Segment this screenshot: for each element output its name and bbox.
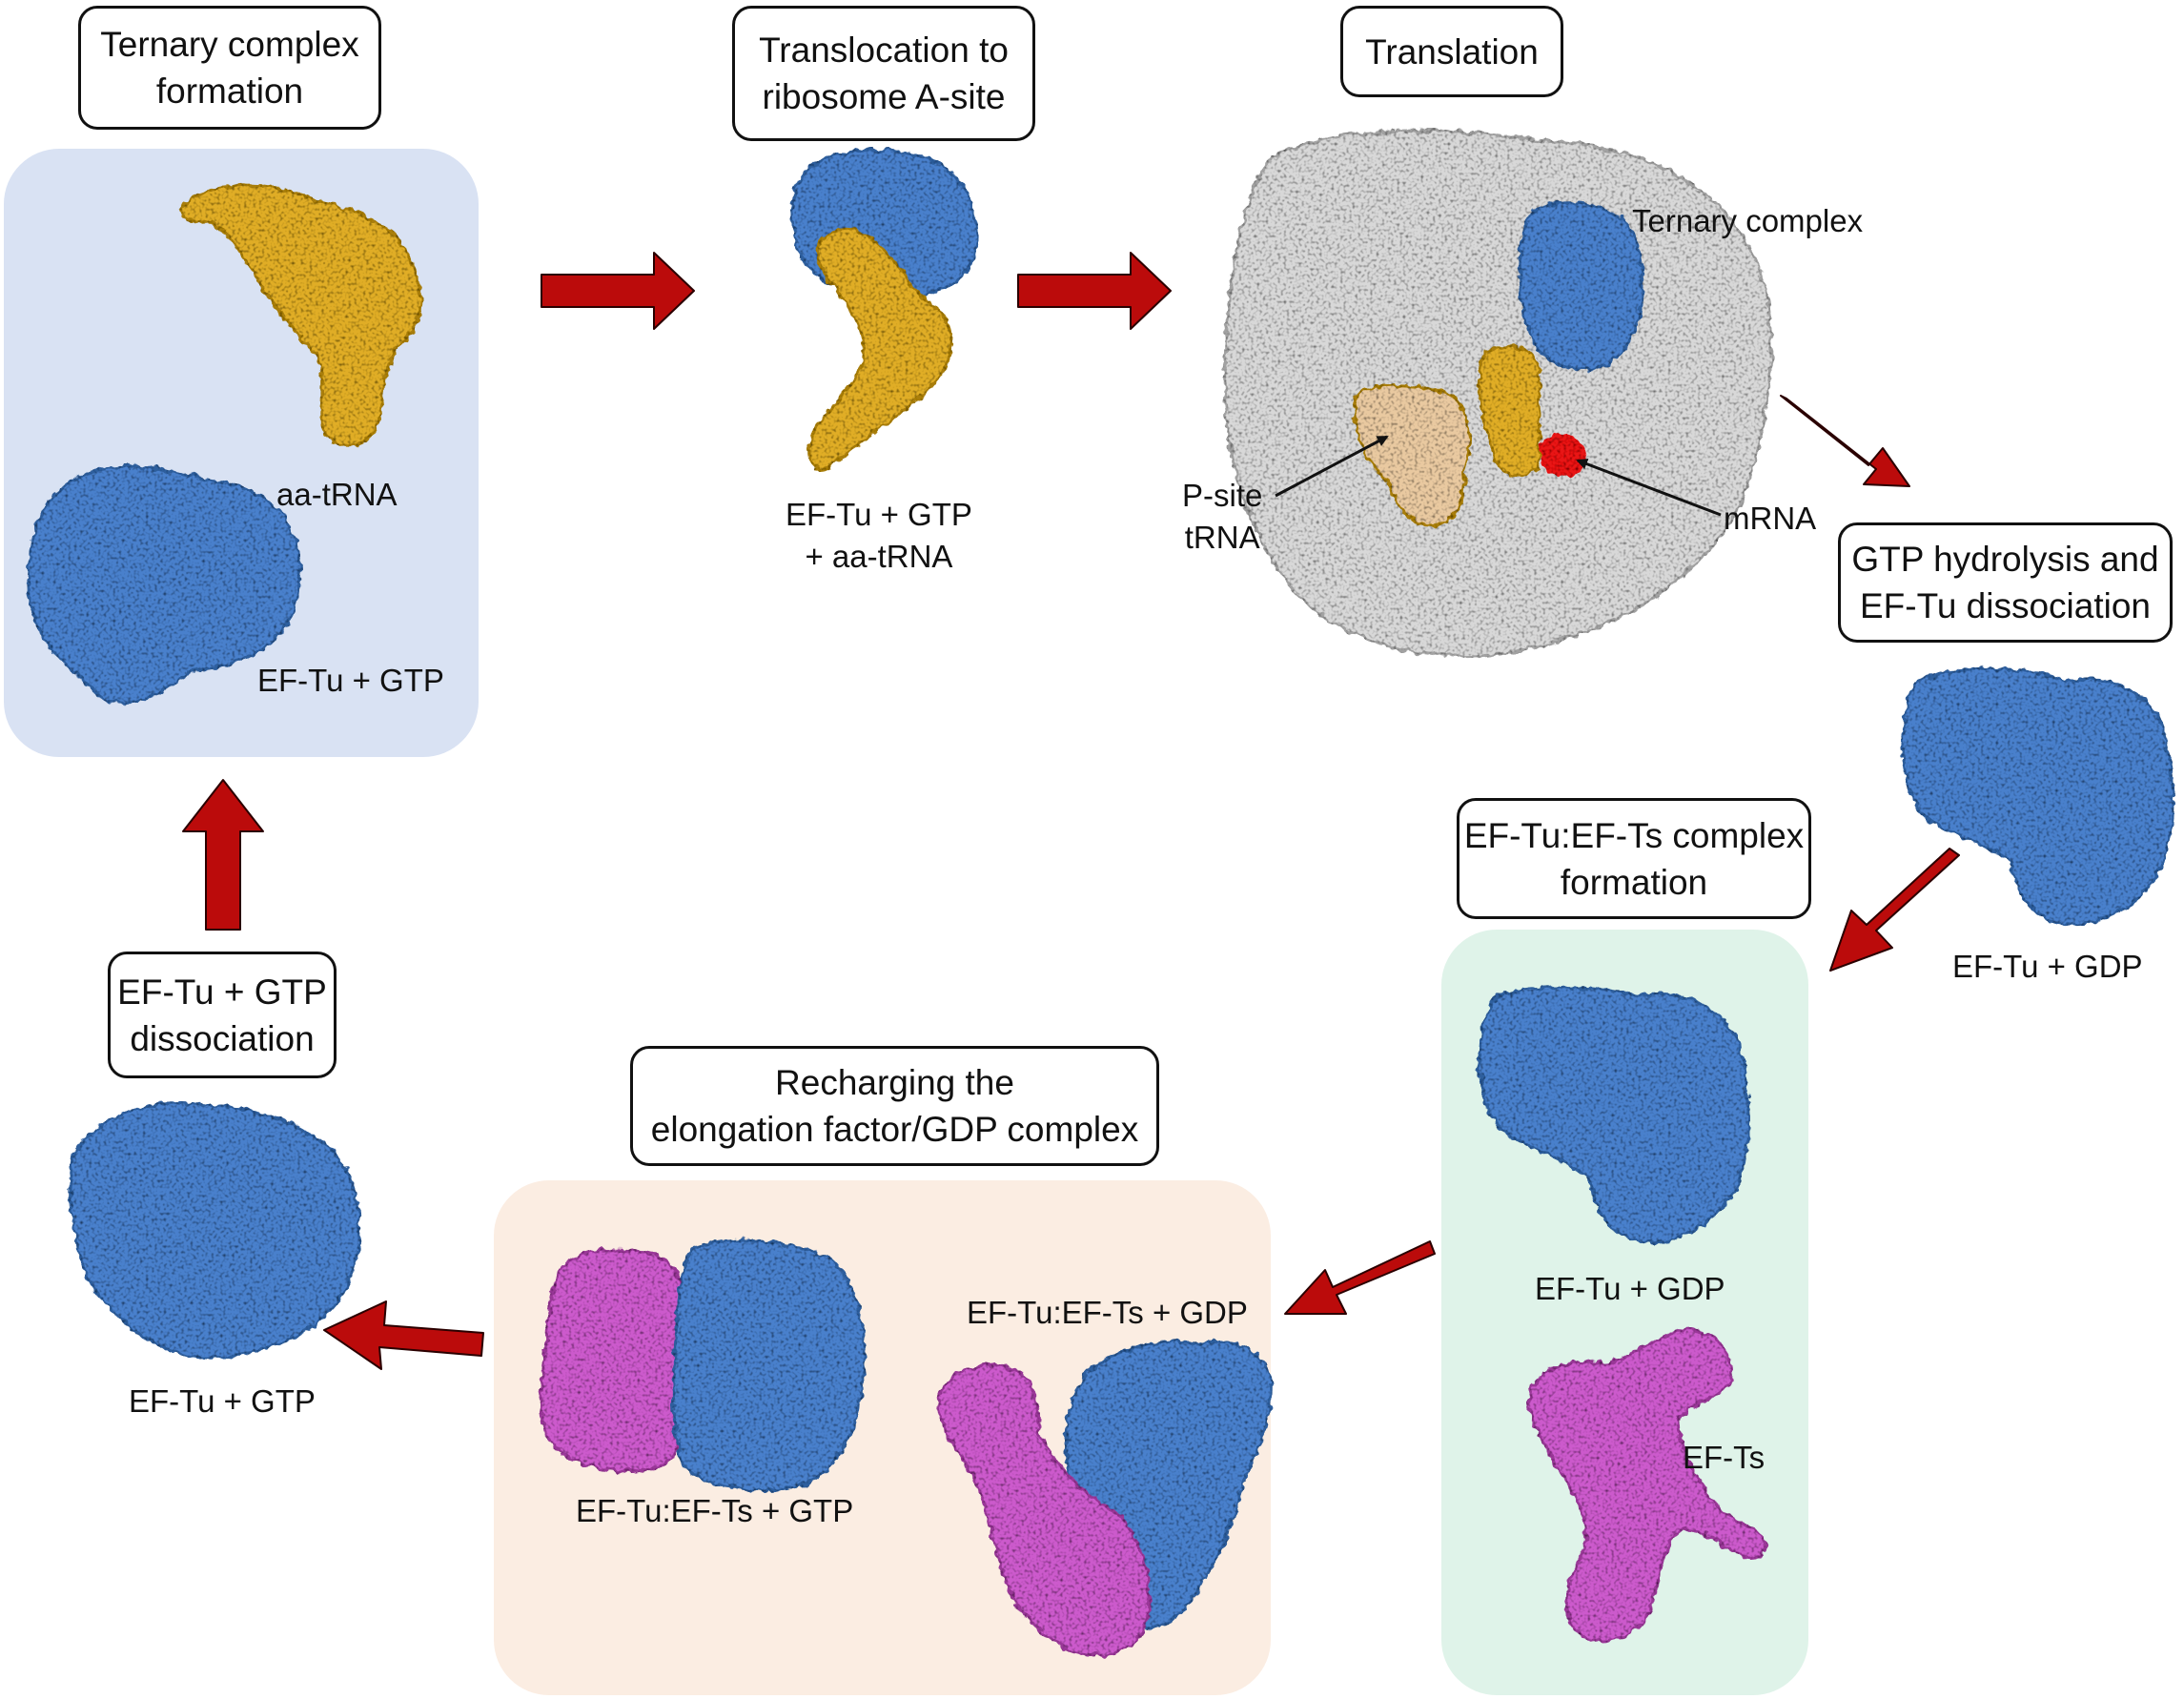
stage-gtp-hydrolysis-line-2: EF-Tu dissociation xyxy=(1859,586,2151,625)
label-p-site-trna: P-site tRNA xyxy=(1182,475,1262,559)
aa-trna-structure xyxy=(179,183,422,448)
stage-translation: Translation xyxy=(1340,6,1563,97)
ef-tu-ef-ts-gtp-structure xyxy=(540,1238,866,1492)
stage-ternary-complex-formation-line-1: Ternary complex xyxy=(100,25,359,64)
stage-translocation-line-2: ribosome A-site xyxy=(762,77,1006,116)
stage-recharging-line-1: Recharging the xyxy=(775,1063,1014,1102)
arrow-to-translocation xyxy=(541,252,695,330)
stage-recharging: Recharging the elongation factor/GDP comp… xyxy=(630,1046,1159,1166)
label-ef-tu-ef-ts-gdp: EF-Tu:EF-Ts + GDP xyxy=(967,1295,1248,1330)
ef-tu-gdp-structure-panel xyxy=(1478,986,1750,1244)
arrow-to-translation xyxy=(1017,252,1172,330)
ef-tu-gdp-structure-right xyxy=(1901,667,2174,926)
label-p-site-trna-line-2: tRNA xyxy=(1184,520,1260,555)
stage-translocation: Translocation to ribosome A-site xyxy=(732,6,1035,141)
label-ternary-complex-line-1: EF-Tu + GTP xyxy=(786,497,972,532)
arrow-to-ternary-complex xyxy=(182,779,264,931)
label-ternary-complex-line-2: + aa-tRNA xyxy=(805,539,953,574)
mrna-pointer-arrow xyxy=(1576,458,1722,517)
arrow-to-gtp-hydrolysis xyxy=(1780,395,1910,487)
stage-ef-ts-complex-formation-line-1: EF-Tu:EF-Ts complex xyxy=(1463,815,1805,855)
ribosome-structure xyxy=(1223,129,1773,658)
arrow-to-recharging xyxy=(1284,1240,1436,1315)
label-ef-ts: EF-Ts xyxy=(1683,1440,1766,1475)
label-aa-trna: aa-tRNA xyxy=(276,477,398,512)
stage-ternary-complex-formation: Ternary complex formation xyxy=(78,6,381,130)
label-ternary-complex: EF-Tu + GTP + aa-tRNA xyxy=(786,494,972,578)
arrow-to-ef-ts-complex xyxy=(1829,848,1960,972)
stage-recharging-line-2: elongation factor/GDP complex xyxy=(650,1110,1139,1149)
stage-ef-tu-gtp-dissociation: EF-Tu + GTP dissociation xyxy=(108,952,337,1078)
p-site-pointer-arrow xyxy=(1275,435,1389,498)
arrow-to-ef-tu-gtp-bottom xyxy=(323,1300,484,1370)
stage-translation-line-1: Translation xyxy=(1365,31,1539,72)
stage-ef-ts-complex-formation: EF-Tu:EF-Ts complex formation xyxy=(1457,798,1811,919)
ef-tu-gtp-structure-bottom xyxy=(69,1101,361,1359)
label-ef-tu-gtp-bottom: EF-Tu + GTP xyxy=(129,1383,316,1419)
ef-ts-structure xyxy=(1527,1328,1767,1643)
label-ef-tu-gtp-panel: EF-Tu + GTP xyxy=(257,663,444,698)
ternary-complex-structure xyxy=(790,148,978,472)
stage-ef-ts-complex-formation-line-2: formation xyxy=(1560,862,1708,902)
label-ribosome-ternary-complex: Ternary complex xyxy=(1632,203,1864,238)
ef-tu-ef-ts-gdp-structure xyxy=(937,1340,1273,1657)
stage-translocation-line-1: Translocation to xyxy=(759,31,1009,70)
ef-tu-gtp-structure xyxy=(27,464,302,705)
stage-ternary-complex-formation-line-2: formation xyxy=(155,72,304,111)
label-ef-tu-gdp-right: EF-Tu + GDP xyxy=(1952,949,2143,984)
label-p-site-trna-line-1: P-site xyxy=(1182,478,1263,513)
stage-gtp-hydrolysis-line-1: GTP hydrolysis and xyxy=(1851,540,2159,579)
label-ef-tu-gdp-panel: EF-Tu + GDP xyxy=(1535,1271,1725,1306)
label-mrna: mRNA xyxy=(1724,501,1817,536)
stage-ef-tu-gtp-dissociation-line-1: EF-Tu + GTP xyxy=(117,972,327,1012)
stage-ef-tu-gtp-dissociation-line-2: dissociation xyxy=(130,1018,315,1058)
label-ef-tu-ef-ts-gtp: EF-Tu:EF-Ts + GTP xyxy=(576,1493,854,1528)
